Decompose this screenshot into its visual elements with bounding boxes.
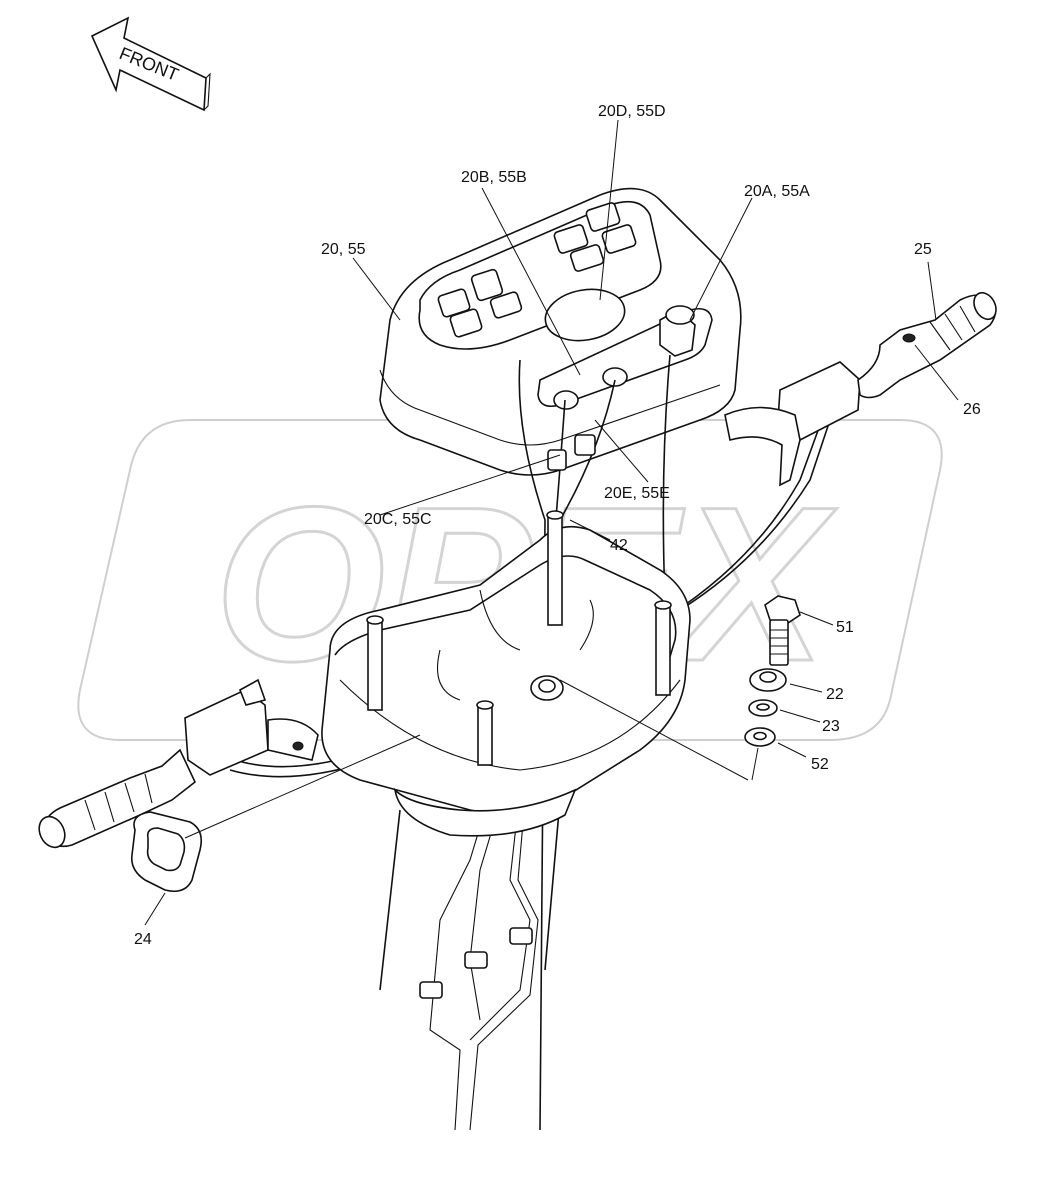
label-42: 42 <box>610 537 628 554</box>
label-24: 24 <box>134 931 152 948</box>
front-arrow-icon: FRONT <box>90 16 211 112</box>
lower-housing <box>321 510 691 991</box>
left-combination-switch <box>38 678 319 849</box>
label-20b-55b: 20B, 55B <box>461 169 527 186</box>
label-20d-55d: 20D, 55D <box>598 103 666 120</box>
nut-22 <box>749 668 787 692</box>
label-23: 23 <box>822 718 840 735</box>
label-22: 22 <box>826 686 844 703</box>
callout-labels: 20D, 55D 20B, 55B 20A, 55A 20, 55 25 26 … <box>134 103 981 948</box>
spring-washer-23 <box>748 699 778 717</box>
label-26: 26 <box>963 401 981 418</box>
dash-panel <box>379 187 742 476</box>
bolt-51 <box>764 595 801 666</box>
label-25: 25 <box>914 241 932 258</box>
label-20-55: 20, 55 <box>321 241 366 258</box>
right-combination-switch <box>724 291 997 487</box>
leader-lines <box>144 119 959 926</box>
label-52: 52 <box>811 756 829 773</box>
washer-52 <box>744 727 776 747</box>
label-20c-55c: 20C, 55C <box>364 511 432 528</box>
label-20e-55e: 20E, 55E <box>604 485 670 502</box>
label-51: 51 <box>836 619 854 636</box>
label-20a-55a: 20A, 55A <box>744 183 810 200</box>
grommet-24 <box>130 811 203 893</box>
